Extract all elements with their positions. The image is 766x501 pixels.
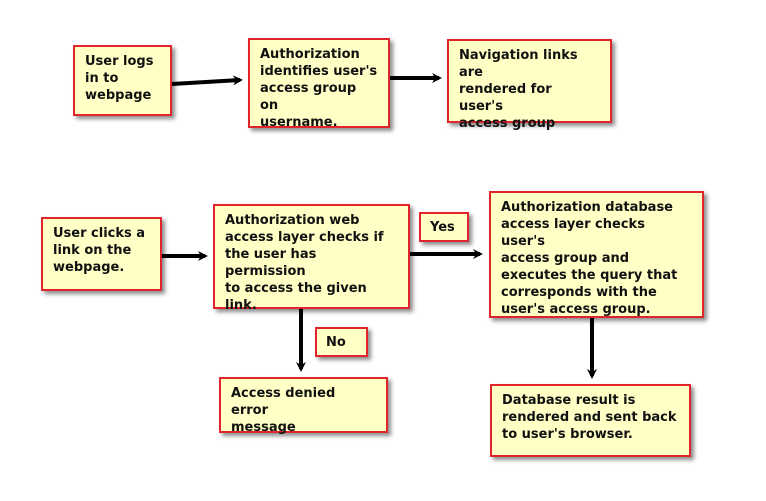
node-access-denied: Access denied error message — [219, 377, 388, 435]
node-user-logs-in: User logs in to webpage — [73, 45, 172, 116]
node-authorization-web-layer: Authorization web access layer checks if… — [213, 204, 410, 313]
arrow-login-to-auth — [171, 75, 243, 86]
node-authorization-identifies: Authorization identifies user's access g… — [248, 38, 390, 130]
node-authorization-database-layer: Authorization database access layer chec… — [489, 191, 704, 318]
node-user-clicks-link: User clicks a link on the webpage. — [41, 217, 162, 291]
label-no: No — [315, 327, 368, 357]
node-navigation-links-rendered: Navigation links are rendered for user's… — [447, 39, 612, 131]
node-database-result: Database result is rendered and sent bac… — [490, 384, 691, 457]
label-yes: Yes — [419, 212, 469, 242]
